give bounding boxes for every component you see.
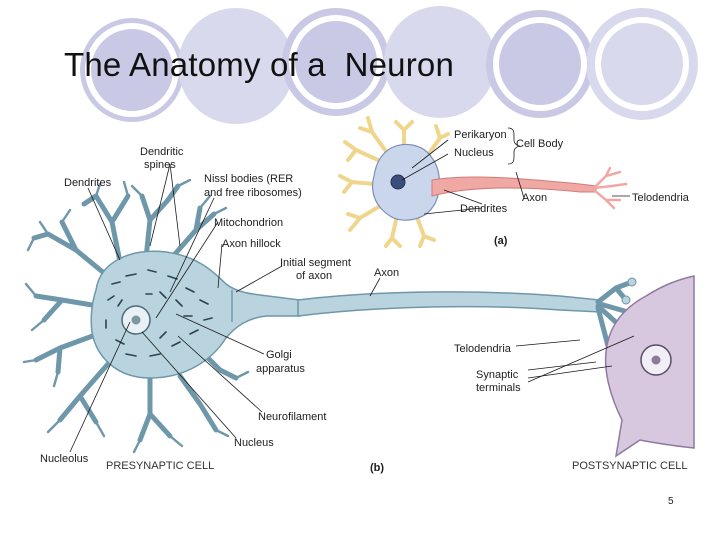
label-nucleolus: Nucleolus bbox=[40, 453, 89, 465]
label-nucleus-b: Nucleus bbox=[234, 437, 274, 449]
cell-body bbox=[90, 250, 301, 379]
dendrite-twigs bbox=[22, 178, 250, 454]
label-nissl-1: Nissl bodies (RER bbox=[204, 173, 293, 185]
label-cell-body: Cell Body bbox=[516, 138, 564, 150]
label-golgi-2: apparatus bbox=[256, 363, 305, 375]
decorative-circle bbox=[586, 8, 698, 120]
inset-neuron-a: Perikaryon Nucleus Cell Body Axon Telode… bbox=[338, 116, 690, 248]
label-axon-hillock: Axon hillock bbox=[222, 238, 281, 250]
label-panel-a: (a) bbox=[494, 235, 508, 247]
label-telodendria-b: Telodendria bbox=[454, 343, 512, 355]
label-nissl-2: and free ribosomes) bbox=[204, 187, 302, 199]
postsynaptic-nucleolus bbox=[651, 355, 661, 365]
decorative-circle bbox=[384, 6, 496, 118]
presynaptic-neuron bbox=[22, 178, 645, 454]
nucleolus bbox=[131, 315, 141, 325]
decorative-circle bbox=[80, 18, 184, 122]
label-telodendria-a: Telodendria bbox=[632, 192, 690, 204]
label-golgi-1: Golgi bbox=[266, 349, 292, 361]
label-perikaryon: Perikaryon bbox=[454, 129, 507, 141]
label-neurofilament: Neurofilament bbox=[258, 411, 326, 423]
postsynaptic-neuron bbox=[604, 275, 695, 458]
label-initial-segment-2: of axon bbox=[296, 270, 332, 282]
page-number: 5 bbox=[668, 496, 674, 507]
decorative-ring bbox=[289, 15, 383, 109]
slide-title: The Anatomy of a Neuron bbox=[64, 46, 455, 83]
nissl-bodies bbox=[105, 269, 213, 357]
inset-nucleus bbox=[390, 174, 406, 190]
inset-cell-body bbox=[371, 143, 441, 221]
axon bbox=[297, 291, 601, 317]
label-dendritic-spines-2: spines bbox=[144, 159, 176, 171]
decorative-ring bbox=[493, 17, 587, 111]
label-synaptic-2: terminals bbox=[476, 382, 521, 394]
decorative-circle bbox=[178, 8, 294, 124]
label-mitochondrion: Mitochondrion bbox=[214, 217, 283, 229]
label-initial-segment-1: Initial segment bbox=[280, 257, 351, 269]
label-dendritic-spines-1: Dendritic bbox=[140, 146, 184, 158]
labels-b: Dendritic spines Dendrites Nissl bodies … bbox=[40, 146, 688, 474]
label-dendrites-a: Dendrites bbox=[460, 203, 508, 215]
label-axon-a: Axon bbox=[522, 192, 547, 204]
label-panel-b: (b) bbox=[370, 462, 384, 474]
label-synaptic-1: Synaptic bbox=[476, 369, 519, 381]
decorative-ring bbox=[595, 17, 689, 111]
inset-dendrites bbox=[338, 116, 450, 248]
decorative-ring bbox=[85, 23, 179, 117]
label-presynaptic-cell: PRESYNAPTIC CELL bbox=[106, 460, 214, 472]
label-dendrites-b: Dendrites bbox=[64, 177, 112, 189]
inset-telodendria bbox=[592, 166, 628, 210]
label-axon-b: Axon bbox=[374, 267, 399, 279]
decorative-circle bbox=[282, 8, 390, 116]
label-nucleus-a: Nucleus bbox=[454, 147, 494, 159]
header-circles bbox=[80, 6, 698, 124]
decorative-circle bbox=[486, 10, 594, 118]
label-postsynaptic-cell: POSTSYNAPTIC CELL bbox=[572, 460, 688, 472]
inset-axon bbox=[431, 176, 597, 197]
